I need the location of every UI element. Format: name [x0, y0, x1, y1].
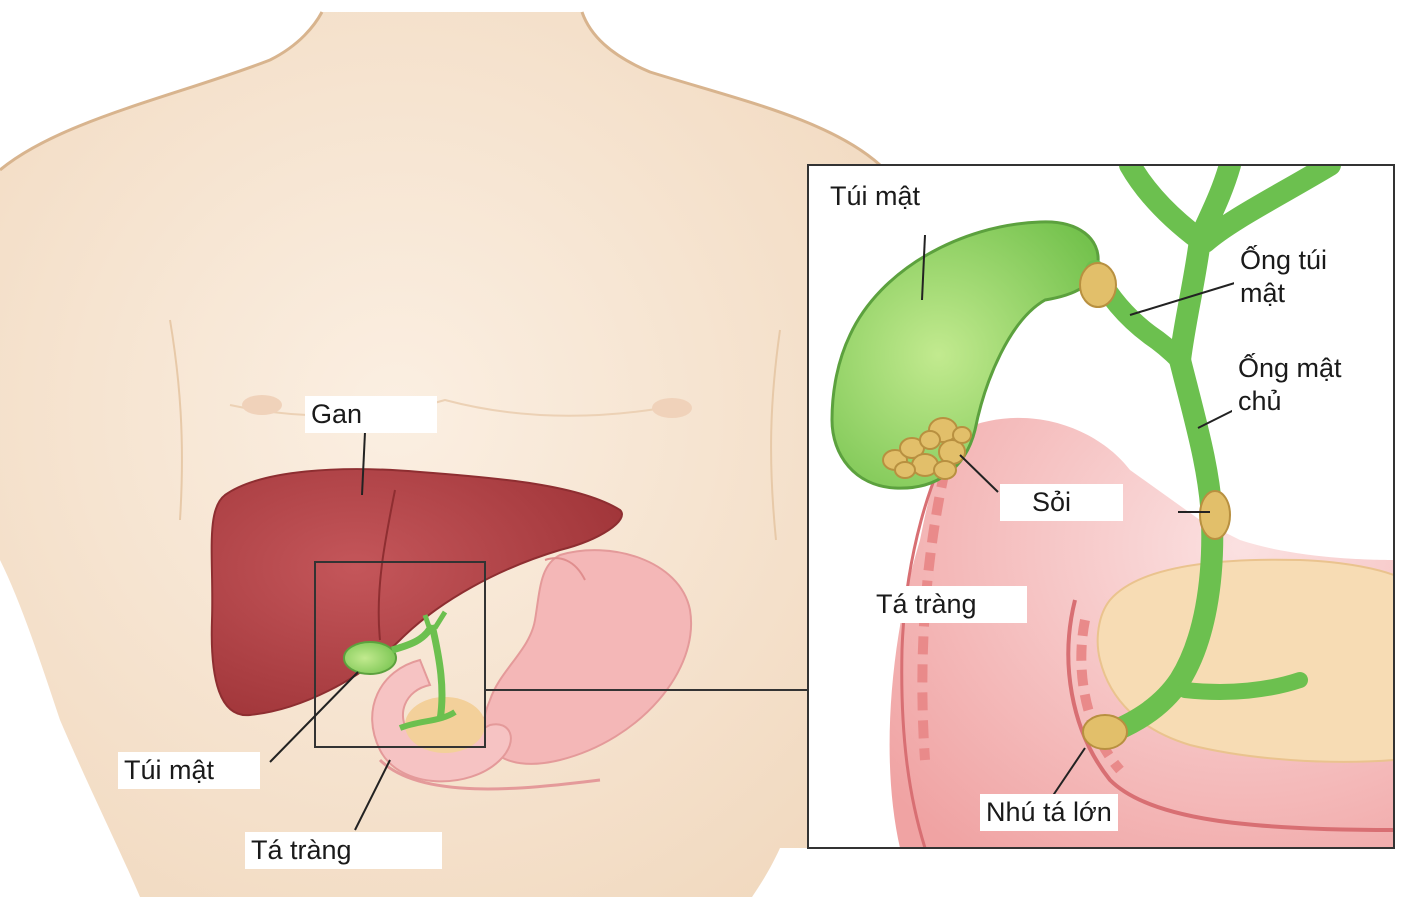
- label-liver: Gan: [305, 396, 437, 433]
- label-common-bile-duct: Ống mật chủ: [1232, 350, 1374, 420]
- label-papilla: Nhú tá lớn: [980, 794, 1118, 831]
- label-common-bile-duct-line2: chủ: [1238, 386, 1282, 416]
- label-stones: Sỏi: [1000, 484, 1123, 521]
- label-gallbladder-detail: Túi mật: [824, 178, 926, 215]
- label-cystic-duct-line1: Ống túi: [1240, 245, 1327, 275]
- label-gallbladder: Túi mật: [118, 752, 260, 789]
- nipple-right: [652, 398, 692, 418]
- label-cystic-duct: Ống túi mật: [1234, 242, 1376, 312]
- label-common-bile-duct-line1: Ống mật: [1238, 353, 1342, 383]
- label-cystic-duct-line2: mật: [1240, 278, 1285, 308]
- label-duodenum: Tá tràng: [245, 832, 442, 869]
- label-duodenum-detail: Tá tràng: [870, 586, 1027, 623]
- nipple-left: [242, 395, 282, 415]
